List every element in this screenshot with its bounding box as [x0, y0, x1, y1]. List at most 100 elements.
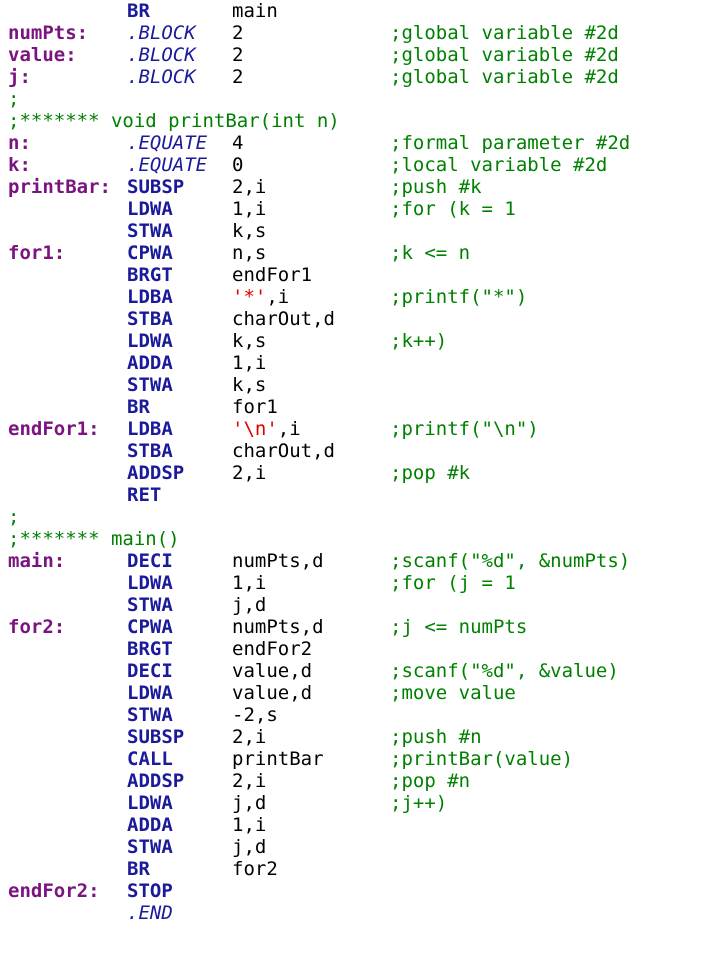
code-line: STWA k,s: [0, 374, 710, 396]
operand-text: value,d: [232, 682, 313, 704]
code-line: ;: [0, 88, 710, 110]
symbol-label: for1:: [8, 242, 66, 264]
mnemonic: LDBA: [127, 418, 173, 440]
mnemonic: STBA: [127, 440, 173, 462]
mnemonic: BRGT: [127, 264, 173, 286]
mnemonic: LDWA: [127, 198, 173, 220]
mnemonic: ADDSP: [127, 770, 185, 792]
comment: ;push #k: [390, 176, 482, 198]
symbol-label: k:: [8, 154, 31, 176]
operand-text: ,i: [266, 286, 290, 308]
operand-text: j,d: [232, 594, 267, 616]
comment: ;j <= numPts: [390, 616, 528, 638]
mnemonic: ADDA: [127, 352, 173, 374]
operand-text: ,i: [277, 418, 301, 440]
code-line: ;******* main(): [0, 528, 710, 550]
operand: '*',i: [232, 286, 289, 308]
mnemonic: STBA: [127, 308, 173, 330]
operand-text: k,s: [232, 374, 267, 396]
directive: .EQUATE: [127, 154, 208, 176]
code-line: LDWA k,s ;k++): [0, 330, 710, 352]
mnemonic: STWA: [127, 374, 173, 396]
code-line: ADDSP 2,i ;pop #n: [0, 770, 710, 792]
comment: ;local variable #2d: [390, 154, 608, 176]
operand-text: k,s: [232, 220, 267, 242]
mnemonic: LDWA: [127, 792, 173, 814]
directive: .EQUATE: [127, 132, 208, 154]
mnemonic: LDWA: [127, 682, 173, 704]
comment-line: ;******* void printBar(int n): [8, 110, 340, 132]
comment: ;move value: [390, 682, 516, 704]
mnemonic: STOP: [127, 880, 173, 902]
comment: ;pop #k: [390, 462, 471, 484]
operand-text: 2: [232, 22, 244, 44]
comment-line: ;: [8, 506, 20, 528]
comment-line: ;: [8, 88, 20, 110]
code-line: STWA j,d: [0, 594, 710, 616]
comment: ;scanf("%d", &numPts): [390, 550, 631, 572]
mnemonic: SUBSP: [127, 176, 185, 198]
operand-text: value,d: [232, 660, 313, 682]
code-line: ;******* void printBar(int n): [0, 110, 710, 132]
code-line: ADDSP 2,i ;pop #k: [0, 462, 710, 484]
comment: ;k++): [390, 330, 448, 352]
comment: ;printf("\n"): [390, 418, 539, 440]
comment: ;k <= n: [390, 242, 471, 264]
operand-text: 2,i: [232, 462, 267, 484]
operand-text: k,s: [232, 330, 267, 352]
code-line: LDWA value,d ;move value: [0, 682, 710, 704]
operand-text: numPts,d: [232, 616, 324, 638]
operand-text: numPts,d: [232, 550, 324, 572]
symbol-label: for2:: [8, 616, 66, 638]
mnemonic: ADDSP: [127, 462, 185, 484]
mnemonic: LDWA: [127, 330, 173, 352]
char-literal: '\n': [232, 418, 278, 440]
mnemonic: BR: [127, 0, 150, 22]
code-line: STBA charOut,d: [0, 440, 710, 462]
code-line: endFor1:LDBA'\n',i;printf("\n"): [0, 418, 710, 440]
mnemonic: STWA: [127, 220, 173, 242]
operand-text: main: [232, 0, 278, 22]
symbol-label: endFor2:: [8, 880, 100, 902]
mnemonic: STWA: [127, 594, 173, 616]
mnemonic: STWA: [127, 704, 173, 726]
comment: ;for (j = 1: [390, 572, 516, 594]
directive: .BLOCK: [127, 66, 196, 88]
mnemonic: CALL: [127, 748, 173, 770]
mnemonic: SUBSP: [127, 726, 185, 748]
operand-text: charOut,d: [232, 440, 335, 462]
directive: .BLOCK: [127, 22, 196, 44]
comment: ;global variable #2d: [390, 66, 619, 88]
mnemonic: STWA: [127, 836, 173, 858]
operand-text: printBar: [232, 748, 324, 770]
operand-text: -2,s: [232, 704, 278, 726]
comment: ;scanf("%d", &value): [390, 660, 619, 682]
symbol-label: main:: [8, 550, 66, 572]
operand-text: 2: [232, 66, 244, 88]
code-line: ;: [0, 506, 710, 528]
comment: ;pop #n: [390, 770, 471, 792]
operand-text: for1: [232, 396, 278, 418]
mnemonic: LDBA: [127, 286, 173, 308]
code-line: BRGT endFor1: [0, 264, 710, 286]
symbol-label: n:: [8, 132, 31, 154]
operand-text: 2,i: [232, 770, 267, 792]
operand-text: endFor1: [232, 264, 313, 286]
comment: ;formal parameter #2d: [390, 132, 631, 154]
operand-text: 2,i: [232, 176, 267, 198]
